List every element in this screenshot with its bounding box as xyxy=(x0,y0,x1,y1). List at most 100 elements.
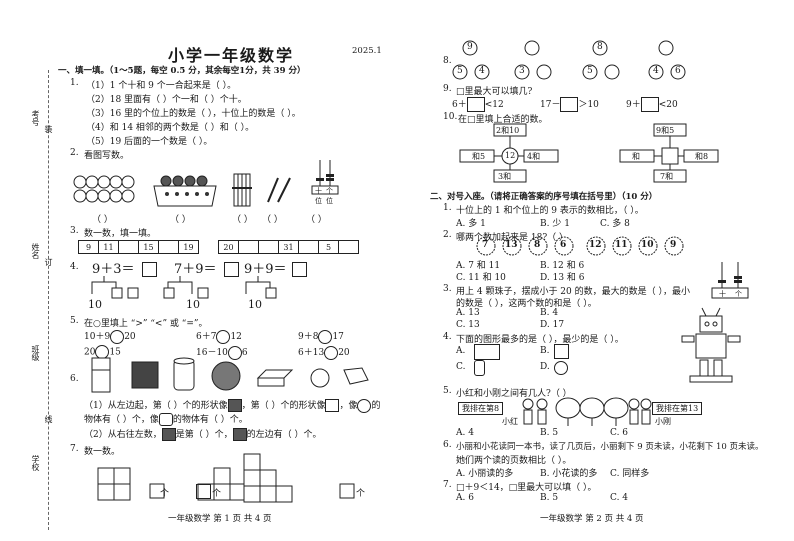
p2-q7-option[interactable]: B. 5 xyxy=(540,493,559,503)
p2-q1-number: 1. xyxy=(443,203,452,213)
p2-q7-option[interactable]: C. 4 xyxy=(610,493,629,503)
q9-answer-box[interactable] xyxy=(640,97,659,112)
q6-line1: （1）从左边起，第（ ）个的形状像，第（ ）个的形状像，像的 xyxy=(84,398,381,413)
q2-answer-paren[interactable]: （ ） xyxy=(170,215,191,225)
compare-circle[interactable] xyxy=(227,345,242,360)
q6-line2: （2）从右往左数，是第（ ）个，的左边有（ ）个。 xyxy=(84,427,321,441)
exam-date: 2025.1 xyxy=(352,46,382,56)
compare-right: 17 xyxy=(332,332,344,342)
p2-q1-option[interactable]: C. 多 8 xyxy=(600,219,630,229)
p2-q5-option[interactable]: C. 6 xyxy=(610,428,629,438)
compare-row: 9＋8 17 xyxy=(298,329,344,344)
p2-q3-option[interactable]: A. 13 xyxy=(456,308,480,318)
p2-q2-option[interactable]: B. 12 和 6 xyxy=(540,261,585,271)
abacus-wei-label: 位 xyxy=(326,197,333,205)
p2-q6-option[interactable]: B. 小花读的多 xyxy=(540,469,598,479)
p2-q4-option[interactable]: C. xyxy=(456,362,466,372)
q3-text: 数一数，填一填。 xyxy=(84,229,157,239)
p2-q2-option[interactable]: D. 13 和 6 xyxy=(540,273,585,283)
q4-answer-box[interactable] xyxy=(292,262,307,277)
number-cell-blank[interactable] xyxy=(338,240,359,254)
q7-number: 7. xyxy=(70,444,79,454)
p2-q4-option[interactable]: B. xyxy=(540,346,550,356)
p2-q3-abacus-picture xyxy=(711,262,749,299)
q2-answer-paren[interactable]: （ ） xyxy=(262,215,283,225)
p2-q1-option[interactable]: B. 少 1 xyxy=(540,219,570,229)
p2-q2-option[interactable]: A. 7 和 11 xyxy=(456,261,501,271)
q6-line1b: 物体有（ ）个，像的物体有（ ）个。 xyxy=(84,412,248,426)
p2-q3-option[interactable]: C. 13 xyxy=(456,320,480,330)
q10-left-label: 和 xyxy=(632,152,640,161)
sphere-icon xyxy=(554,361,568,375)
p2-q2-num: 13 xyxy=(505,240,518,250)
abacus-ones-label: 个 xyxy=(326,187,333,195)
xuexiao-label: 学校 xyxy=(31,455,40,471)
q4-ten-label: 10 xyxy=(88,298,102,311)
p2-q3-option[interactable]: D. 17 xyxy=(540,320,565,330)
q1-number: 1. xyxy=(70,78,79,88)
q4-expression: 9＋9＝ xyxy=(244,262,287,277)
number-cell: 9 xyxy=(78,240,99,254)
p2-q2-num: 9 xyxy=(670,240,677,250)
p2-q6-option[interactable]: A. 小丽读的多 xyxy=(456,469,514,479)
compare-left: 16－10 xyxy=(196,348,228,358)
p2-q7-number: 7. xyxy=(443,480,452,490)
q4-split-diagrams xyxy=(91,276,277,299)
compare-circle[interactable] xyxy=(324,345,339,360)
compare-circle[interactable] xyxy=(318,329,333,344)
q9-left: 6＋ xyxy=(452,100,467,110)
p2-q3-text2: 的数是（ ），这两个数的和是（ ）。 xyxy=(456,299,597,309)
q2-answer-paren[interactable]: （ ） xyxy=(92,215,113,225)
q6-text: 物体有（ ）个，像 xyxy=(84,415,159,425)
compare-circle[interactable] xyxy=(216,329,231,344)
q2-number: 2. xyxy=(70,148,79,158)
q7-answer-box[interactable] xyxy=(196,484,211,499)
sphere-icon xyxy=(357,398,372,413)
q10-center-label: 12 xyxy=(505,151,516,160)
q9-item: 9＋<20 xyxy=(626,97,678,112)
p2-q2-num: 8 xyxy=(534,240,541,250)
page1-footer: 一年级数学 第 1 页 共 4 页 xyxy=(168,514,272,524)
number-cell-blank[interactable] xyxy=(238,240,259,254)
p2-q7-option[interactable]: A. 6 xyxy=(456,493,474,503)
number-cell-blank[interactable] xyxy=(118,240,139,254)
q4-answer-box[interactable] xyxy=(224,262,239,277)
p2-q6-text2: 她们两个读的页数相比（ ）。 xyxy=(456,456,572,466)
q2-answer-paren[interactable]: （ ） xyxy=(232,215,253,225)
p2-q2-option[interactable]: C. 11 和 10 xyxy=(456,273,506,283)
p2-q2-num: 7 xyxy=(482,240,489,250)
q7-unit: 个 xyxy=(212,489,222,499)
zhuang-label: 装 xyxy=(44,125,53,133)
p2-q2-num: 12 xyxy=(589,240,602,250)
compare-circle[interactable] xyxy=(110,329,125,344)
number-cell-blank[interactable] xyxy=(258,240,279,254)
p2-q4-text: 下面的图形最多的是（ ），最少的是（ ）。 xyxy=(456,335,624,345)
q4-ten-label: 10 xyxy=(186,298,200,311)
p2-q4-option[interactable]: A. xyxy=(456,346,466,356)
p2-q5-option[interactable]: B. 5 xyxy=(540,428,559,438)
q9-left: 9＋ xyxy=(626,100,641,110)
q9-answer-box[interactable] xyxy=(466,97,485,112)
number-cell-blank[interactable] xyxy=(158,240,179,254)
q4-answer-box[interactable] xyxy=(142,262,157,277)
p2-q3-option[interactable]: B. 4 xyxy=(540,308,559,318)
number-cell-blank[interactable] xyxy=(298,240,319,254)
q9-answer-box[interactable] xyxy=(560,97,579,112)
number-cell: 31 xyxy=(278,240,299,254)
cube-icon xyxy=(227,399,242,412)
q8-number-pairs xyxy=(452,40,686,80)
p2-q2-text: 哪两个数加起来是 18?（ ） xyxy=(456,233,568,243)
q10-left-label: 和5 xyxy=(472,152,486,161)
p2-q1-option[interactable]: A. 多 1 xyxy=(456,219,486,229)
p2-q4-option[interactable]: D. xyxy=(540,362,550,372)
part2-heading: 二、对号入座。（请将正确答案的序号填在括号里）（10 分） xyxy=(430,192,658,202)
p2-q6-option[interactable]: C. 同样多 xyxy=(610,469,650,479)
q4-number: 4. xyxy=(70,262,79,272)
q4-ten-label: 10 xyxy=(248,298,262,311)
cube-icon xyxy=(161,428,176,441)
q2-answer-paren[interactable]: （ ） xyxy=(306,215,327,225)
p2-q5-option[interactable]: A. 4 xyxy=(456,428,474,438)
q8-num: 5 xyxy=(457,66,463,76)
compare-left: 9＋8 xyxy=(298,332,319,342)
